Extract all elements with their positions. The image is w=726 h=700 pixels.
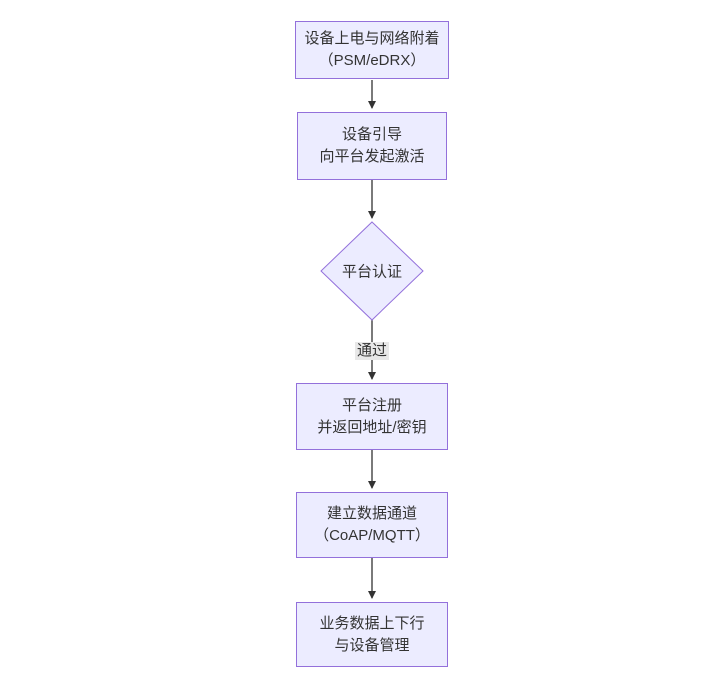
node-business-line2: 与设备管理 <box>334 636 410 654</box>
node-register-line1: 平台注册 <box>341 396 402 414</box>
decision-diamond-shape <box>320 221 424 321</box>
edge-label-pass: 通过 <box>354 342 390 360</box>
node-power-attach-line1: 设备上电与网络附着 <box>304 30 440 47</box>
node-business: 业务数据上下行 与设备管理 <box>296 602 448 667</box>
node-channel-line1: 建立数据通道 <box>326 505 417 522</box>
node-bootstrap: 设备引导 向平台发起激活 <box>297 112 447 180</box>
node-power-attach: 设备上电与网络附着 （PSM/eDRX） <box>295 21 449 79</box>
node-bootstrap-line2: 向平台发起激活 <box>319 148 425 165</box>
node-bootstrap-line1: 设备引导 <box>341 126 402 143</box>
node-channel-line2: （CoAP/MQTT） <box>314 527 430 544</box>
node-channel: 建立数据通道 （CoAP/MQTT） <box>296 492 448 558</box>
node-register: 平台注册 并返回地址/密钥 <box>296 383 448 450</box>
node-register-line2: 并返回地址/密钥 <box>317 418 427 436</box>
node-auth-label: 平台认证 <box>341 263 403 281</box>
node-power-attach-line2: （PSM/eDRX） <box>318 52 426 69</box>
node-business-line1: 业务数据上下行 <box>319 614 425 632</box>
